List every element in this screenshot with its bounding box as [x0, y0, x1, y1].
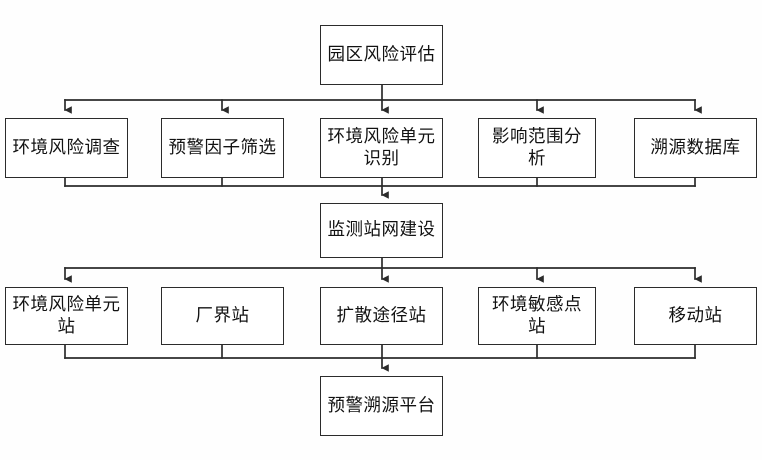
node-diffusion-pathway-station[interactable]: 扩散途径站 — [320, 287, 443, 345]
node-label: 厂界站 — [195, 305, 250, 326]
edge-group-assessment-to-factors — [64, 84, 702, 114]
node-early-warning-factor-screening[interactable]: 预警因子筛选 — [161, 118, 284, 178]
node-label: 移动站 — [668, 305, 723, 326]
node-traceability-database[interactable]: 溯源数据库 — [634, 118, 757, 178]
node-label: 环境风险调查 — [12, 137, 121, 158]
node-impact-scope-analysis[interactable]: 影响范围分析 — [478, 118, 596, 178]
node-early-warning-traceability-platform[interactable]: 预警溯源平台 — [320, 376, 443, 436]
node-environmental-risk-unit-identification[interactable]: 环境风险单元识别 — [320, 118, 443, 178]
node-mobile-station[interactable]: 移动站 — [634, 287, 757, 345]
node-label: 扩散途径站 — [336, 305, 427, 326]
node-label: 预警溯源平台 — [327, 395, 436, 416]
node-label: 园区风险评估 — [327, 44, 436, 65]
node-label: 环境敏感点站 — [492, 294, 582, 337]
node-label: 溯源数据库 — [650, 137, 741, 158]
node-label: 环境风险单元站 — [12, 294, 121, 337]
node-label: 影响范围分析 — [492, 126, 582, 169]
node-environmental-risk-unit-station[interactable]: 环境风险单元站 — [5, 287, 128, 345]
node-environmentally-sensitive-point-station[interactable]: 环境敏感点站 — [478, 287, 596, 345]
edge-group-stations-to-platform — [64, 344, 696, 372]
edge-group-network-to-stations — [64, 257, 702, 283]
node-label: 监测站网建设 — [327, 220, 436, 241]
node-monitoring-station-network-construction[interactable]: 监测站网建设 — [320, 203, 443, 258]
node-label: 环境风险单元识别 — [327, 126, 436, 169]
edge-group-factors-to-network — [64, 177, 696, 199]
node-park-risk-assessment[interactable]: 园区风险评估 — [320, 25, 443, 85]
node-label: 预警因子筛选 — [168, 137, 277, 158]
node-plant-boundary-station[interactable]: 厂界站 — [161, 287, 284, 345]
node-environmental-risk-survey[interactable]: 环境风险调查 — [5, 118, 128, 178]
